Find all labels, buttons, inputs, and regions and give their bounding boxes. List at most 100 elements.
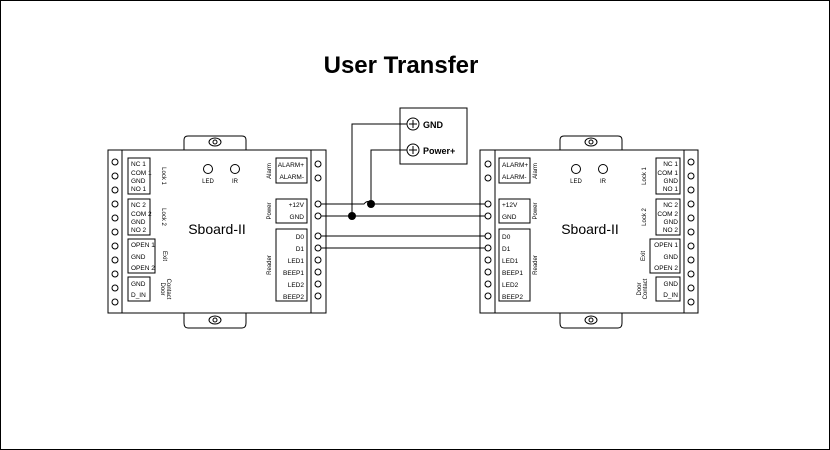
ir-indicator-icon <box>598 164 608 174</box>
pin-label: GND <box>664 178 679 185</box>
exit-group-label: Exit <box>641 251 647 261</box>
board-body <box>479 149 699 314</box>
pin-label: GND <box>131 219 146 226</box>
pin-label: LED1 <box>502 258 519 265</box>
pin-label: D_IN <box>131 292 146 299</box>
pin-label: COM 1 <box>131 170 152 177</box>
power-supply <box>399 107 468 165</box>
pin-label: LED2 <box>502 282 519 289</box>
power-group-label: Power <box>267 202 273 219</box>
alarm-terminal-block <box>498 157 531 184</box>
screw-terminals <box>111 158 322 306</box>
exit-terminal-block <box>127 238 156 274</box>
pin-label: GND <box>664 281 679 288</box>
psu-gnd-label: GND <box>423 120 444 130</box>
pin-label: BEEP2 <box>283 294 304 301</box>
pin-label: OPEN 2 <box>654 265 678 272</box>
door-terminal-block <box>127 276 151 302</box>
lock1-group-label: Lock 1 <box>160 167 166 185</box>
pin-label: OPEN 1 <box>654 242 678 249</box>
pin-label: D0 <box>296 234 305 241</box>
led-label: LED <box>570 179 582 185</box>
board-name: Sboard-II <box>561 221 619 237</box>
pin-label: NC 1 <box>663 161 678 168</box>
pin-label: D1 <box>296 246 305 253</box>
pin-label: COM 1 <box>657 170 678 177</box>
pin-label: COM 2 <box>657 211 678 218</box>
reader-group-label: Reader <box>267 255 273 275</box>
exit-terminal-block <box>649 238 681 274</box>
door-group-label: Door <box>637 282 643 295</box>
wire-12v <box>321 201 485 205</box>
pin-label: GND <box>290 214 305 221</box>
pin-label: D_IN <box>663 292 678 299</box>
wire-psu-power <box>370 149 407 204</box>
mount-ear-top <box>559 135 623 151</box>
pin-label: ALARM- <box>279 174 304 181</box>
lock2-group-label: Lock 2 <box>160 208 166 226</box>
alarm-group-label: Alarm <box>533 163 539 179</box>
power-supply-box <box>399 107 468 165</box>
pin-label: +12V <box>289 202 305 209</box>
pin-label: NC 2 <box>131 202 146 209</box>
pin-label: BEEP1 <box>502 270 523 277</box>
lock2-terminal-block <box>655 198 681 236</box>
ir-label: IR <box>600 179 607 185</box>
reader-group-label: Reader <box>533 255 539 275</box>
exit-group-label: Exit <box>161 251 167 261</box>
pin-label: NO 1 <box>131 186 147 193</box>
mount-ear-bottom <box>559 312 623 329</box>
pin-label: +12V <box>502 202 518 209</box>
diagram-title: User Transfer <box>323 52 479 79</box>
ir-label: IR <box>232 179 239 185</box>
pin-label: COM 2 <box>131 211 152 218</box>
pin-label: BEEP2 <box>502 294 523 301</box>
pin-label: D0 <box>502 234 511 241</box>
ir-indicator-icon <box>230 164 240 174</box>
pin-label: OPEN 1 <box>131 242 155 249</box>
pin-label: ALARM+ <box>278 162 304 169</box>
lock2-group-label: Lock 2 <box>642 208 648 226</box>
door-group-label: Door <box>159 282 165 295</box>
pin-label: GND <box>131 281 146 288</box>
door-group-label: Contact <box>643 278 649 299</box>
pin-label: D1 <box>502 246 511 253</box>
pin-label: NO 2 <box>131 227 147 234</box>
led-indicator-icon <box>571 164 581 174</box>
pin-label: ALARM+ <box>502 162 528 169</box>
pin-label: ALARM- <box>502 174 527 181</box>
junction-dot <box>348 212 356 220</box>
pin-label: GND <box>502 214 517 221</box>
lock1-terminal-block <box>127 157 151 195</box>
lock1-group-label: Lock 1 <box>642 167 648 185</box>
power-group-label: Power <box>533 202 539 219</box>
mount-ear-top <box>183 135 247 151</box>
mount-ear-bottom <box>183 312 247 329</box>
lock2-terminal-block <box>127 198 151 236</box>
pin-label: LED1 <box>288 258 305 265</box>
pin-label: GND <box>664 254 679 261</box>
pin-label: NO 1 <box>663 186 679 193</box>
pin-label: OPEN 2 <box>131 265 155 272</box>
lock1-terminal-block <box>655 157 681 195</box>
board-right <box>479 135 699 329</box>
pin-label: GND <box>131 254 146 261</box>
reader-terminal-block <box>275 228 308 302</box>
pin-label: NC 1 <box>131 161 146 168</box>
led-indicator-icon <box>203 164 213 174</box>
psu-power-label: Power+ <box>423 146 455 156</box>
power-terminal-block <box>275 198 308 224</box>
door-terminal-block <box>655 276 681 302</box>
board-left <box>107 135 327 329</box>
pin-label: NO 2 <box>663 227 679 234</box>
board-body <box>107 149 327 314</box>
alarm-group-label: Alarm <box>267 163 273 179</box>
led-label: LED <box>202 179 214 185</box>
junction-dot <box>367 200 375 208</box>
pin-label: BEEP1 <box>283 270 304 277</box>
wire-psu-gnd <box>351 123 407 216</box>
pin-label: GND <box>131 178 146 185</box>
pin-label: GND <box>664 219 679 226</box>
screw-terminals <box>484 158 695 306</box>
